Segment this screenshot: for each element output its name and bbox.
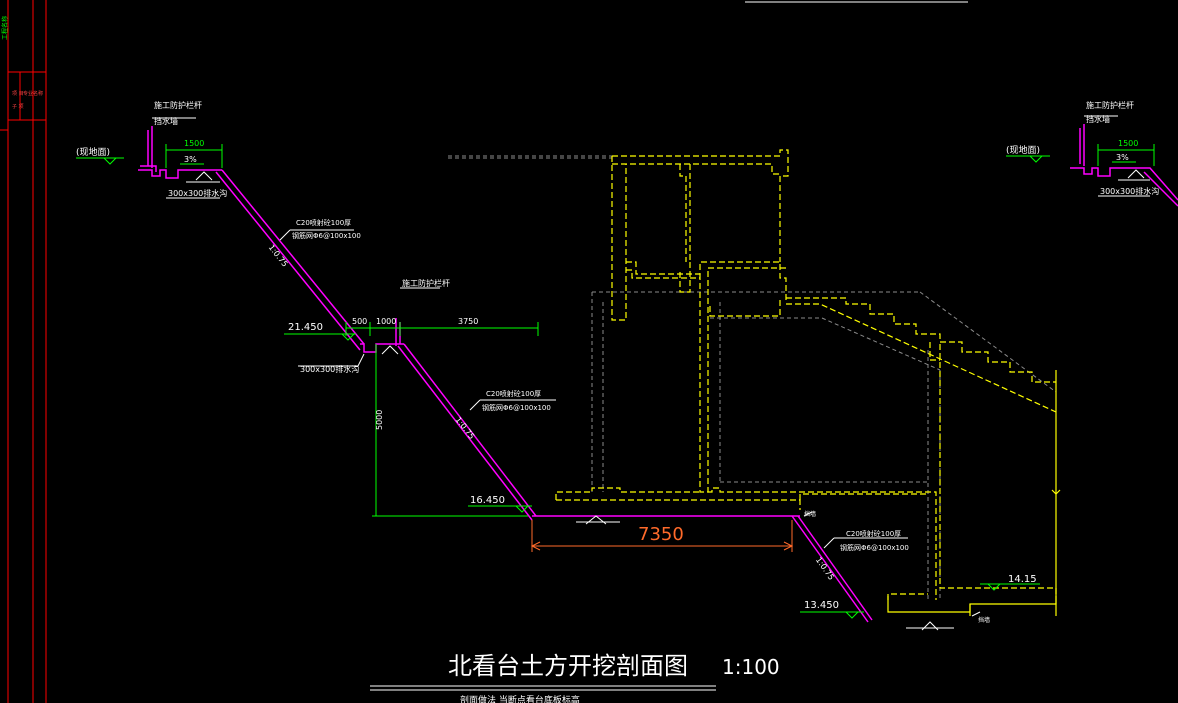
structure-floor-elevation: 14.15 [1008, 574, 1037, 585]
berm-height-dim: 5000 [375, 410, 384, 430]
upper-slope-spec-2: 钢筋网Φ6@100x100 [292, 231, 361, 240]
berm-dim-a: 500 [352, 317, 367, 326]
left-ditch-label: 300x300排水沟 [168, 188, 227, 198]
existing-structure-hidden-lines [448, 155, 1057, 600]
lower-base-elevation: 13.450 [804, 600, 839, 611]
right-wall-label: 挡水墙 [1086, 114, 1110, 124]
right-width-dim: 1500 [1118, 139, 1138, 148]
berm-elevation: 21.450 [288, 322, 323, 333]
drawing-scale: 1:100 [722, 655, 780, 679]
stand-structure-outline [555, 149, 1057, 600]
title-block-subitem-label: 子 项 [12, 103, 24, 110]
right-ground-label: (现地面) [1006, 144, 1040, 156]
drawing-note: 剖面做法 当断点看台底板标高 [460, 694, 580, 703]
lower-slope-spec-1: C20喷射砼100厚 [846, 529, 901, 538]
base-width-dim: 7350 [638, 524, 684, 545]
leader-lines [152, 115, 1150, 617]
middle-slope-spec-2: 钢筋网Φ6@100x100 [482, 403, 551, 412]
berm-ditch-label: 300x300排水沟 [300, 364, 359, 374]
upper-slope-spec-1: C20喷射砼100厚 [296, 218, 351, 227]
berm-railing-label: 施工防护栏杆 [402, 278, 450, 288]
excavation-profile [138, 124, 1178, 623]
right-railing-label: 施工防护栏杆 [1086, 100, 1134, 110]
title-block-labels: 工程名称 项 目 子 项 专业名称 [1, 16, 43, 110]
drawing-frame [0, 0, 47, 703]
title-block-discipline-label: 专业名称 [23, 90, 43, 97]
left-railing-label: 施工防护栏杆 [154, 100, 202, 110]
stand-structure-solid [887, 370, 1061, 616]
title-underline [370, 685, 716, 691]
right-ditch-label: 300x300排水沟 [1100, 186, 1159, 196]
left-width-dim: 1500 [184, 139, 204, 148]
ground-hatch-marks [186, 169, 1150, 631]
upper-slope-ratio: 1:0.75 [267, 243, 290, 269]
middle-base-elevation: 16.450 [470, 495, 505, 506]
middle-edge-label: 挡墙 [804, 510, 816, 518]
dimension-lines [76, 144, 1155, 619]
berm-dim-b: 1000 [376, 317, 396, 326]
lower-slope-spec-2: 钢筋网Φ6@100x100 [840, 543, 909, 552]
title-block-item-label: 项 目 [12, 91, 24, 97]
middle-slope-ratio: 1:0.75 [453, 415, 476, 441]
lower-edge-label: 挡墙 [978, 616, 990, 624]
lower-slope-ratio: 1:0.75 [814, 556, 836, 582]
right-slope-pct: 3% [1116, 153, 1129, 162]
left-slope-pct: 3% [184, 155, 197, 164]
left-wall-label: 挡水墙 [154, 116, 178, 126]
title-block-project-label: 工程名称 [1, 16, 9, 40]
left-ground-label: (现地面) [76, 146, 110, 158]
middle-slope-spec-1: C20喷射砼100厚 [486, 389, 541, 398]
drawing-title: 北看台土方开挖剖面图 [448, 652, 688, 680]
base-width-dimension [530, 520, 794, 552]
berm-dim-c: 3750 [458, 317, 478, 326]
